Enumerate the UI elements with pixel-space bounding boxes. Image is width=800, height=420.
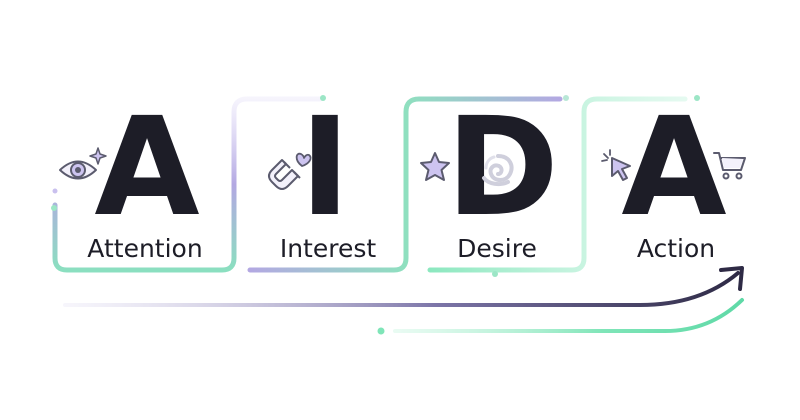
stage-letter-action: A bbox=[621, 89, 727, 247]
stage-word-desire: Desire bbox=[457, 234, 537, 263]
stage-word-interest: Interest bbox=[279, 234, 377, 263]
cursor-icon bbox=[600, 148, 636, 184]
stage-letter-interest: I bbox=[299, 89, 351, 247]
stage-word-action: Action bbox=[636, 234, 716, 263]
swirl-icon bbox=[478, 152, 518, 188]
shopping-cart-icon bbox=[712, 150, 748, 182]
stage-word-attention: Attention bbox=[87, 234, 203, 263]
magnet-heart-icon bbox=[264, 150, 314, 192]
star-icon bbox=[418, 151, 452, 183]
eye-icon bbox=[58, 146, 107, 184]
stage-letter-attention: A bbox=[94, 89, 200, 247]
